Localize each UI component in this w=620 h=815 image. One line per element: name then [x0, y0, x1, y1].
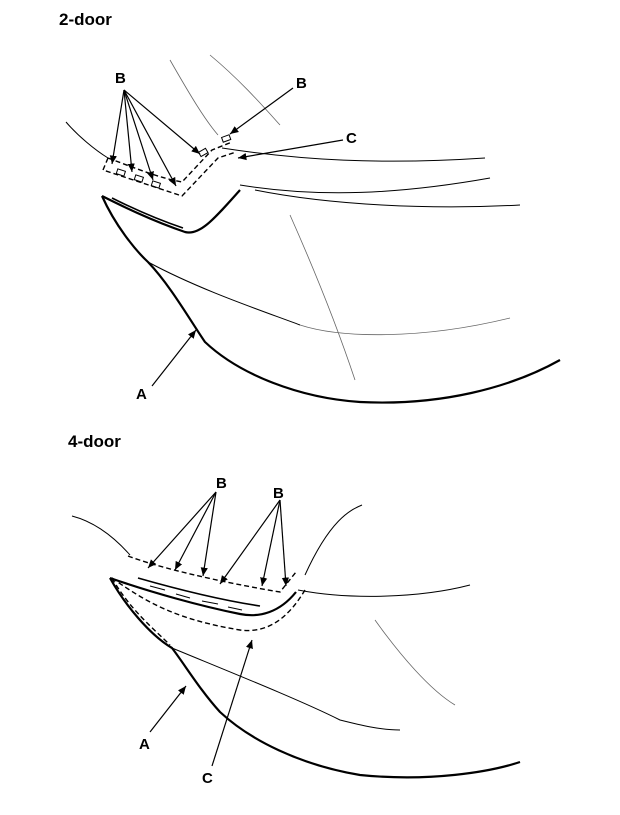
four-door-illustration [71, 491, 521, 779]
two-door-illustration [65, 54, 561, 404]
four-door-label-c: C [202, 770, 213, 787]
four-door-label-a: A [139, 736, 150, 753]
two-door-label-a: A [136, 386, 147, 403]
two-door-label-c: C [346, 130, 357, 147]
two-door-label-b-right: B [296, 75, 307, 92]
two-door-heading: 2-door [59, 10, 112, 29]
four-door-label-b-right: B [273, 485, 284, 502]
two-door-label-b-left: B [115, 70, 126, 87]
four-door-label-b-left: B [216, 475, 227, 492]
four-door-heading: 4-door [68, 432, 121, 451]
